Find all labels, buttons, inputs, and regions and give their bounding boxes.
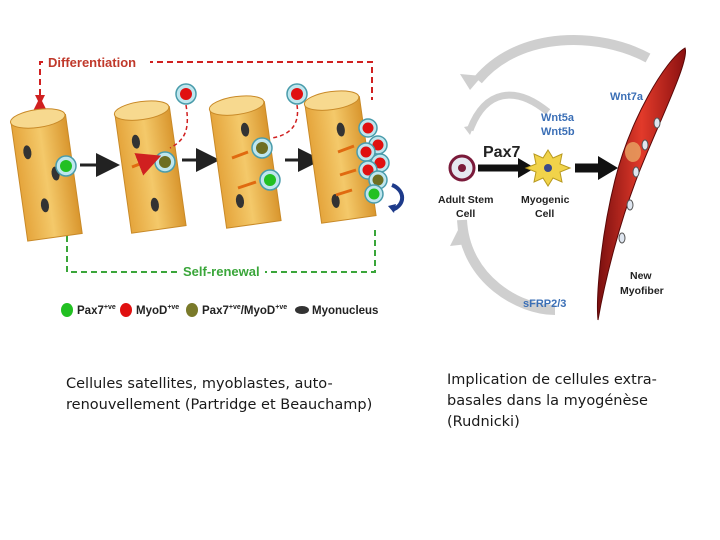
new-myofiber-label-2: Myofiber [620,285,664,297]
differentiation-arrowhead [35,95,45,105]
legend-pax7-myod: Pax7 [202,305,229,317]
pax7-label: Pax7 [483,144,520,161]
svg-text:Pax7+ve/MyoD+ve: Pax7+ve/MyoD+ve [202,304,287,317]
myogenic-cell-label-2: Cell [535,208,554,220]
muscle-fiber-3 [208,95,282,229]
svg-text:Pax7+ve: Pax7+ve [77,304,116,317]
legend-pax7: Pax7 [77,305,104,317]
wnt7a-label: Wnt7a [610,91,644,103]
myoblast-cluster [356,118,390,204]
myogenic-cell-label-1: Myogenic [521,194,570,206]
satellite-cell-diagram: Differentiation Self-renewal [10,54,405,317]
orange-arrow [131,153,162,176]
right-caption: Implication de cellules extra-basales da… [447,372,657,430]
adult-stem-cell-label-1: Adult Stem [438,194,493,206]
wnt5a-label: Wnt5a [541,112,575,124]
adult-stem-cell-label-2: Cell [456,208,475,220]
legend-myod: MyoD [136,305,167,317]
wnt-signaling-diagram: Pax7 Wnt7a Wnt5a Wnt5b Adult Stem Cell M… [438,35,687,321]
differentiation-label: Differentiation [48,55,136,70]
muscle-fiber-1 [10,108,83,242]
legend: Pax7+ve MyoD+ve Pax7+ve/MyoD+ve Myonucle… [61,303,378,317]
self-renewal-label: Self-renewal [183,264,260,279]
left-caption: Cellules satellites, myoblastes, auto-re… [66,376,373,413]
sfrp-label: sFRP2/3 [523,298,566,310]
differentiation-path [32,61,373,113]
sfrp-arc [457,219,556,315]
new-myofiber-label-1: New [630,270,652,282]
wnt5b-label: Wnt5b [541,126,575,138]
wnt7a-arc [474,35,651,84]
renewal-curve-arrow [391,183,405,212]
legend-myonucleus: Myonucleus [312,305,378,317]
svg-text:MyoD+ve: MyoD+ve [136,304,179,317]
